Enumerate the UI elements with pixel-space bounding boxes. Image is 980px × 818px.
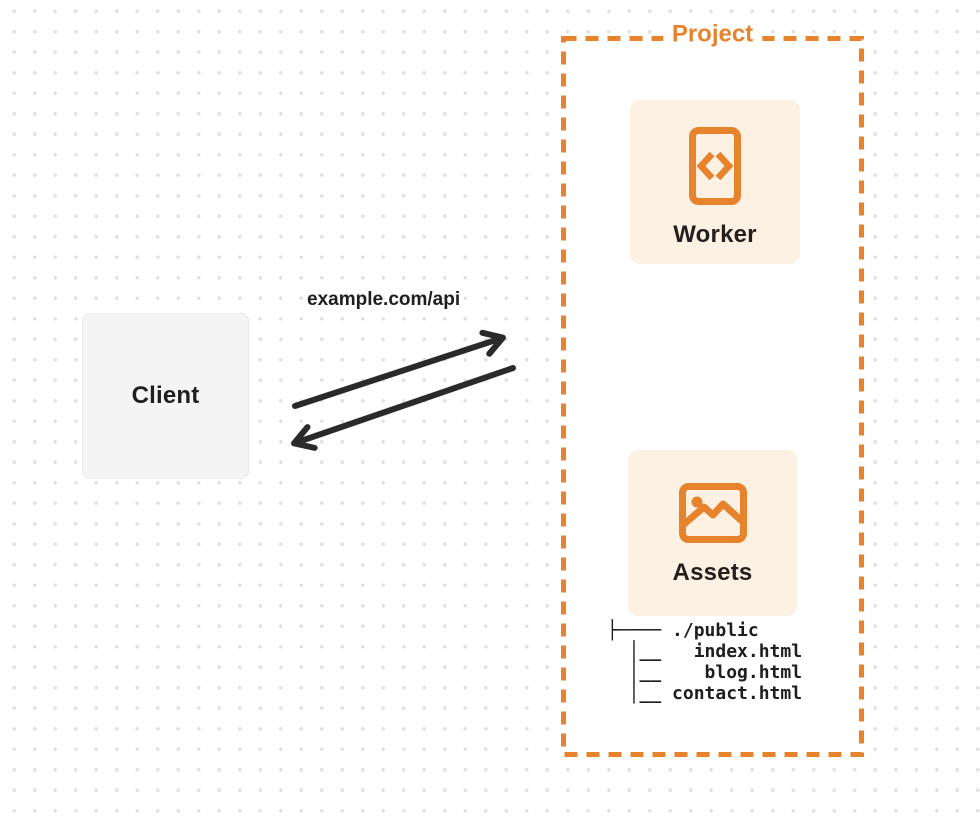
project-container: Project Worker Assets ├──── ./public │__…	[561, 20, 864, 757]
worker-node: Worker	[630, 100, 800, 264]
assets-node: Assets	[628, 450, 797, 616]
client-label: Client	[131, 382, 200, 409]
worker-label: Worker	[673, 221, 757, 248]
assets-file-tree: ├──── ./public │__ index.html │__ blog.h…	[607, 620, 803, 704]
code-document-icon	[689, 127, 741, 205]
request-route-label: example.com/api	[307, 289, 461, 310]
project-label: Project	[662, 20, 763, 49]
assets-label: Assets	[672, 559, 753, 586]
request-arrow	[292, 329, 506, 409]
response-arrow	[291, 365, 516, 451]
image-icon	[678, 483, 747, 543]
client-node: Client	[82, 313, 249, 479]
